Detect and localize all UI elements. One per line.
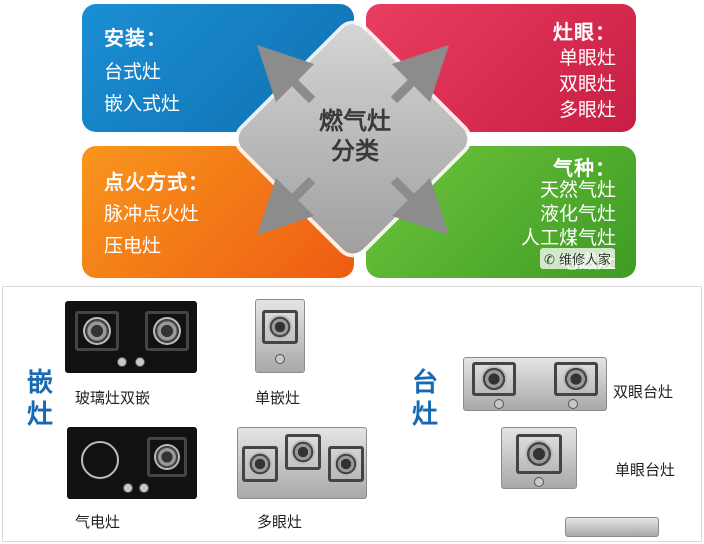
embedded-label-char-1: 嵌 [26, 368, 53, 398]
single-table-stove-image [501, 427, 577, 489]
install-item-1: 台式灶 [104, 61, 162, 83]
gas-electric-stove-image [67, 427, 197, 499]
ignition-title: 点火方式： [104, 170, 209, 194]
single-embedded-stove-image [255, 299, 305, 373]
gas-item-3: 人工煤气灶 [520, 227, 616, 249]
embedded-label: 嵌 灶 [25, 367, 55, 431]
grate [262, 310, 298, 344]
burner [153, 317, 181, 345]
table-label-char-1: 台 [411, 368, 438, 398]
ignition-item-2: 压电灶 [104, 235, 162, 257]
knob [139, 483, 149, 493]
wechat-icon: ✆ [544, 253, 555, 268]
double-table-caption: 双眼台灶 [613, 383, 674, 401]
single-table-caption: 单眼台灶 [615, 461, 676, 479]
knob [568, 399, 578, 409]
burner [83, 317, 111, 345]
center-title: 燃气灶 分类 [300, 106, 410, 166]
knob [123, 483, 133, 493]
burner [481, 366, 507, 392]
center-title-line-2: 分类 [331, 137, 379, 165]
install-title: 安装： [104, 26, 167, 50]
knob [494, 399, 504, 409]
burner [154, 444, 180, 470]
gas-electric-caption: 气电灶 [75, 513, 121, 531]
knob [275, 354, 285, 364]
burner [525, 440, 553, 468]
partial-stove-image [565, 517, 659, 537]
knob [135, 357, 145, 367]
grate [147, 437, 187, 477]
multi-eye-stove-image [237, 427, 367, 499]
grate [516, 434, 562, 474]
grate [328, 446, 364, 482]
embedded-label-char-2: 灶 [26, 400, 53, 430]
grate [242, 446, 278, 482]
watermark-text: 维修人家 [559, 253, 612, 268]
grate [285, 434, 321, 470]
grate [75, 311, 119, 351]
burner [268, 315, 292, 339]
knob [534, 477, 544, 487]
grate [145, 311, 189, 351]
eyes-title: 灶眼： [553, 20, 616, 44]
burner [563, 366, 589, 392]
gas-title: 气种： [553, 156, 616, 180]
knob [117, 357, 127, 367]
gas-item-1: 天然气灶 [539, 179, 616, 201]
gas-item-2: 液化气灶 [539, 203, 616, 225]
burner [291, 440, 315, 464]
product-catalog: 嵌 灶 台 灶 玻璃灶双嵌 单嵌灶 气电灶 多眼灶 [2, 286, 702, 542]
double-table-stove-image [463, 357, 607, 411]
watermark: ✆ 维修人家 [540, 248, 616, 269]
eyes-item-3: 多眼灶 [558, 99, 616, 121]
install-item-2: 嵌入式灶 [104, 93, 181, 115]
burner [334, 452, 358, 476]
grate [472, 362, 516, 396]
table-label-char-2: 灶 [411, 400, 438, 430]
burner [248, 452, 272, 476]
center-title-line-1: 燃气灶 [319, 107, 391, 135]
glass-double-stove-image [65, 301, 197, 373]
glass-double-caption: 玻璃灶双嵌 [75, 389, 151, 407]
eyes-item-1: 单眼灶 [558, 47, 616, 69]
grate [554, 362, 598, 396]
single-embedded-caption: 单嵌灶 [255, 389, 301, 407]
table-label: 台 灶 [410, 367, 440, 431]
multi-eye-caption: 多眼灶 [257, 513, 303, 531]
classification-diagram: 安装： 台式灶 嵌入式灶 灶眼： 单眼灶 双眼灶 多眼灶 点火方式： 脉冲点火灶… [82, 4, 636, 278]
eyes-item-2: 双眼灶 [558, 73, 616, 95]
ignition-item-1: 脉冲点火灶 [104, 203, 200, 225]
induction-ring [81, 441, 119, 479]
